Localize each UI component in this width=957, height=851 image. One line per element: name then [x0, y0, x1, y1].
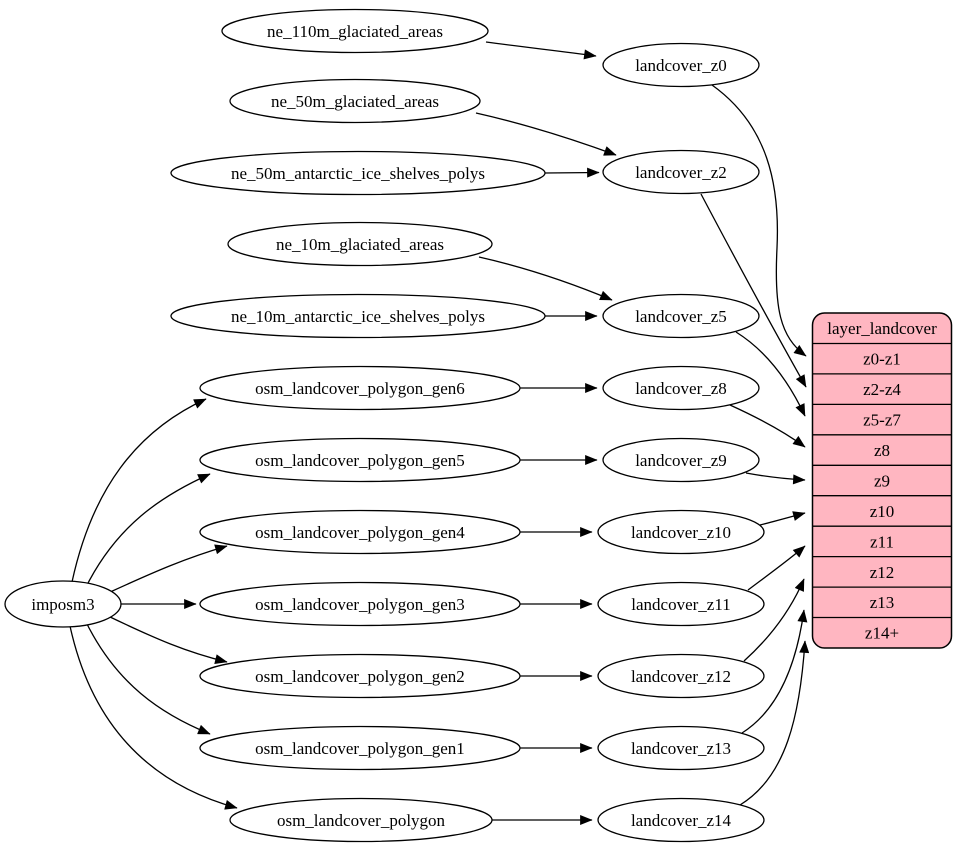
- edge-landcover_z10-row-z10: [759, 511, 806, 526]
- node-label: ne_110m_glaciated_areas: [267, 22, 443, 41]
- edge-ne_10m_glaciated_areas-landcover_z5: [478, 256, 613, 301]
- node-landcover_z8: landcover_z8: [602, 365, 760, 411]
- edge-imposm3-osm_landcover_polygon_gen5: [84, 473, 211, 590]
- node-label: ne_10m_antarctic_ice_shelves_polys: [231, 307, 485, 326]
- table-row-z2-z4: z2-z4: [863, 380, 901, 399]
- table-row-z5-z7: z5-z7: [863, 411, 901, 430]
- edge-landcover_z12-row-z12: [743, 578, 805, 662]
- node-label: ne_10m_glaciated_areas: [276, 235, 444, 254]
- node-label: landcover_z13: [631, 739, 731, 758]
- node-label: landcover_z5: [635, 307, 727, 326]
- node-landcover_z5: landcover_z5: [602, 293, 760, 339]
- node-landcover_z0: landcover_z0: [602, 42, 760, 88]
- node-label: landcover_z10: [631, 523, 731, 542]
- edge-landcover_z0-row-z0-z1: [711, 84, 807, 357]
- edge-landcover_z14-row-z14plus: [739, 640, 810, 806]
- node-osm_landcover_polygon_gen1: osm_landcover_polygon_gen1: [199, 725, 521, 771]
- edge-landcover_z9-row-z9: [745, 472, 806, 485]
- node-label: osm_landcover_polygon: [277, 811, 446, 830]
- edge-ne_50m_antarctic_ice_shelves_polys-landcover_z2: [544, 167, 600, 178]
- node-landcover_z13: landcover_z13: [597, 725, 765, 771]
- node-landcover_z11: landcover_z11: [597, 581, 765, 627]
- node-label: osm_landcover_polygon_gen2: [255, 667, 465, 686]
- edge-imposm3-osm_landcover_polygon_gen1: [84, 619, 211, 735]
- edge-imposm3-osm_landcover_polygon: [69, 625, 238, 810]
- table-layer_landcover: layer_landcover z0-z1 z2-z4 z5-z7 z8 z9 …: [811, 312, 953, 649]
- edge-landcover_z11-row-z11: [747, 545, 806, 591]
- node-label: landcover_z0: [635, 56, 727, 75]
- edge-ne_50m_glaciated_areas-landcover_z2: [475, 112, 617, 156]
- node-label: landcover_z2: [635, 163, 727, 182]
- node-ne_10m_antarctic_ice_shelves_polys: ne_10m_antarctic_ice_shelves_polys: [170, 293, 546, 339]
- table-row-z8: z8: [874, 441, 890, 460]
- edges: [69, 41, 810, 825]
- node-label: osm_landcover_polygon_gen5: [255, 451, 465, 470]
- node-label: ne_50m_glaciated_areas: [271, 92, 439, 111]
- table-row-z11: z11: [870, 532, 894, 551]
- edge-landcover_z8-row-z8: [729, 404, 806, 448]
- table-row-z9: z9: [874, 471, 890, 490]
- node-osm_landcover_polygon_gen3: osm_landcover_polygon_gen3: [199, 581, 521, 627]
- table-title: layer_landcover: [827, 319, 937, 338]
- node-landcover_z9: landcover_z9: [602, 437, 760, 483]
- node-osm_landcover_polygon: osm_landcover_polygon: [229, 797, 493, 843]
- node-ne_110m_glaciated_areas: ne_110m_glaciated_areas: [221, 8, 489, 54]
- node-landcover_z10: landcover_z10: [597, 509, 765, 555]
- edge-ne_110m_glaciated_areas-landcover_z0: [485, 41, 597, 60]
- table-row-z12: z12: [870, 563, 895, 582]
- node-label: osm_landcover_polygon_gen4: [255, 523, 465, 542]
- node-label: imposm3: [31, 595, 94, 614]
- node-landcover_z12: landcover_z12: [597, 653, 765, 699]
- edge-imposm3-osm_landcover_polygon_gen2: [107, 615, 228, 665]
- node-landcover_z2: landcover_z2: [602, 149, 760, 195]
- edge-imposm3-osm_landcover_polygon_gen4: [107, 544, 228, 594]
- node-osm_landcover_polygon_gen6: osm_landcover_polygon_gen6: [199, 365, 521, 411]
- node-label: landcover_z9: [635, 451, 727, 470]
- edge-landcover_z2-row-z2-z4: [700, 193, 807, 388]
- node-osm_landcover_polygon_gen5: osm_landcover_polygon_gen5: [199, 437, 521, 483]
- table-row-z14plus: z14+: [865, 624, 899, 643]
- table-row-z0-z1: z0-z1: [863, 350, 901, 369]
- node-label: landcover_z12: [631, 667, 731, 686]
- node-osm_landcover_polygon_gen4: osm_landcover_polygon_gen4: [199, 509, 521, 555]
- node-label: osm_landcover_polygon_gen3: [255, 595, 465, 614]
- node-osm_landcover_polygon_gen2: osm_landcover_polygon_gen2: [199, 653, 521, 699]
- node-label: osm_landcover_polygon_gen1: [255, 739, 465, 758]
- node-ne_50m_glaciated_areas: ne_50m_glaciated_areas: [229, 78, 481, 124]
- nodes: ne_110m_glaciated_areas ne_50m_glaciated…: [4, 8, 765, 843]
- node-ne_10m_glaciated_areas: ne_10m_glaciated_areas: [227, 221, 493, 267]
- node-label: osm_landcover_polygon_gen6: [255, 379, 465, 398]
- edge-landcover_z5-row-z5-z7: [735, 331, 806, 417]
- node-label: landcover_z8: [635, 379, 727, 398]
- node-label: landcover_z11: [631, 595, 730, 614]
- edge-imposm3-osm_landcover_polygon_gen6: [71, 398, 207, 583]
- edge-landcover_z13-row-z13: [741, 609, 808, 734]
- node-imposm3: imposm3: [4, 580, 122, 628]
- node-ne_50m_antarctic_ice_shelves_polys: ne_50m_antarctic_ice_shelves_polys: [170, 150, 546, 196]
- table-row-z13: z13: [870, 593, 895, 612]
- node-label: landcover_z14: [631, 811, 732, 830]
- node-label: ne_50m_antarctic_ice_shelves_polys: [231, 164, 485, 183]
- table-background: [811, 312, 953, 649]
- table-row-z10: z10: [870, 502, 895, 521]
- node-landcover_z14: landcover_z14: [597, 797, 765, 843]
